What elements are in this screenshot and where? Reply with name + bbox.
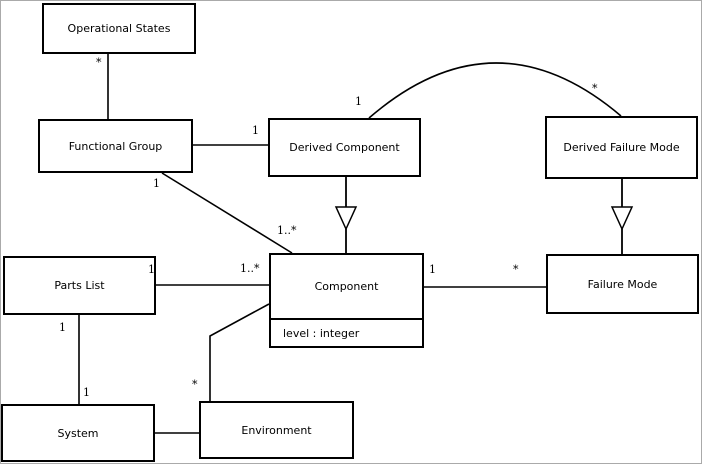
multiplicity-label: 1 [252, 124, 259, 137]
multiplicity-label: 1 [355, 95, 362, 108]
class-environment: Environment [199, 401, 354, 459]
class-attribute: level : integer [271, 318, 422, 346]
association-functional-group-component [161, 172, 293, 254]
multiplicity-label: 1 [429, 263, 436, 276]
class-operational-states: Operational States [42, 3, 196, 54]
multiplicity-label: 1 [153, 177, 160, 190]
class-derived-component: Derived Component [268, 118, 421, 177]
multiplicity-label: 1 [59, 321, 66, 334]
class-derived-failure-mode: Derived Failure Mode [545, 116, 698, 179]
class-parts-list: Parts List [3, 256, 156, 315]
generalization-triangle-icon [334, 206, 358, 231]
multiplicity-label: * [513, 263, 519, 276]
class-name: Functional Group [68, 139, 163, 153]
multiplicity-label: * [592, 82, 598, 95]
class-functional-group: Functional Group [38, 119, 193, 173]
multiplicity-label: 1..* [277, 224, 297, 237]
multiplicity-label: * [96, 56, 102, 69]
class-name: Failure Mode [587, 277, 658, 291]
class-name: Operational States [67, 22, 171, 35]
generalization-triangle-icon [610, 206, 634, 231]
association-derived-component-derived-failure-mode-arc [368, 62, 622, 119]
multiplicity-label: 1 [148, 263, 155, 276]
association-environment-component [209, 303, 270, 401]
class-failure-mode: Failure Mode [546, 254, 699, 314]
class-component: Component level : integer [269, 253, 424, 348]
class-name: Derived Component [289, 141, 400, 154]
multiplicity-label: 1 [83, 386, 90, 399]
class-name: System [57, 426, 99, 440]
class-name: Derived Failure Mode [563, 141, 680, 154]
multiplicity-label: * [192, 378, 198, 391]
class-system: System [1, 404, 155, 462]
multiplicity-label: 1..* [240, 262, 260, 275]
class-name: Component [314, 280, 379, 293]
class-name: Environment [241, 423, 312, 437]
class-name: Parts List [54, 279, 105, 292]
